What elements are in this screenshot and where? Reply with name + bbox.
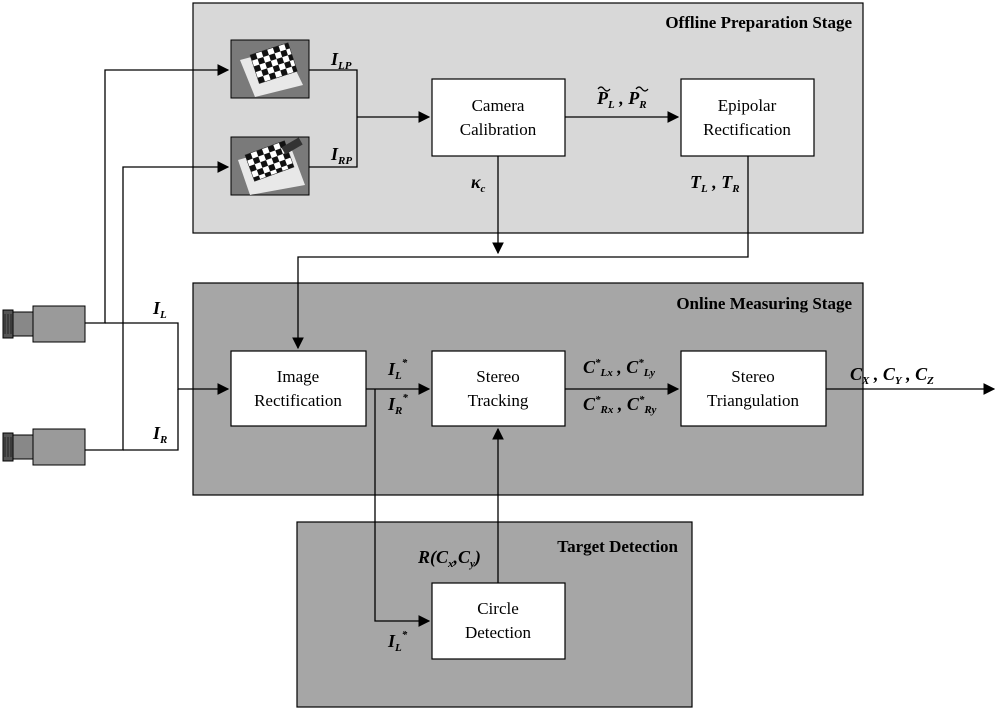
right-calibration-image bbox=[230, 136, 310, 196]
left-calibration-image bbox=[230, 39, 310, 99]
svg-text:Rectification: Rectification bbox=[703, 120, 791, 139]
edge-t-to-image-rect bbox=[292, 156, 749, 350]
svg-text:PL , PR: PL , PR bbox=[596, 88, 647, 111]
label-irp: IRP bbox=[330, 144, 352, 167]
online-stage-title: Online Measuring Stage bbox=[676, 294, 852, 313]
label-il: IL bbox=[152, 298, 167, 321]
target-detection-title: Target Detection bbox=[557, 537, 678, 556]
edge-rect-to-circle bbox=[374, 389, 431, 627]
label-c-left: C*Lx , C*Ly bbox=[583, 357, 655, 379]
edge-right-camera-to-calib bbox=[85, 161, 230, 451]
label-t: TL , TR bbox=[690, 172, 740, 195]
label-kappa: κc bbox=[471, 172, 486, 195]
label-il-star-lower: IL* bbox=[387, 629, 408, 654]
stereo-triangulation-block: Stereo Triangulation bbox=[680, 350, 827, 427]
label-ir: IR bbox=[152, 423, 167, 446]
epipolar-rectification-block: Epipolar Rectification bbox=[680, 78, 815, 157]
label-c-right: C*Rx , C*Ry bbox=[583, 394, 657, 416]
image-rectification-block: Image Rectification bbox=[230, 350, 367, 427]
svg-text:Epipolar: Epipolar bbox=[718, 96, 777, 115]
circle-detection-block: Circle Detection bbox=[431, 582, 566, 660]
svg-text:Circle: Circle bbox=[477, 599, 519, 618]
svg-text:Tracking: Tracking bbox=[468, 391, 529, 410]
svg-text:Stereo: Stereo bbox=[476, 367, 519, 386]
label-il-star: IL* bbox=[387, 357, 408, 382]
edge-left-camera-to-calib bbox=[85, 64, 230, 324]
stereo-tracking-block: Stereo Tracking bbox=[431, 350, 566, 427]
edge-left-camera-to-rect bbox=[105, 322, 230, 395]
edge-irp bbox=[309, 117, 358, 168]
svg-text:Stereo: Stereo bbox=[731, 367, 774, 386]
label-r-c: R(Cx,Cy) bbox=[417, 547, 481, 570]
camera-calibration-block: Camera Calibration bbox=[431, 78, 566, 157]
svg-text:Camera: Camera bbox=[472, 96, 525, 115]
label-ir-star: IR* bbox=[387, 392, 408, 417]
label-p-tilde: PL , PR bbox=[596, 86, 649, 111]
offline-stage-title: Offline Preparation Stage bbox=[665, 13, 852, 32]
svg-text:Detection: Detection bbox=[465, 623, 532, 642]
left-camera-icon bbox=[2, 305, 86, 343]
edge-right-camera-to-rect bbox=[123, 389, 179, 451]
edge-ilp bbox=[309, 69, 358, 117]
right-camera-icon bbox=[2, 428, 86, 466]
svg-text:Image: Image bbox=[277, 367, 319, 386]
label-c-out: CX , CY , CZ bbox=[850, 364, 934, 387]
svg-text:Rectification: Rectification bbox=[254, 391, 342, 410]
label-ilp: ILP bbox=[330, 49, 352, 72]
svg-text:Triangulation: Triangulation bbox=[707, 391, 799, 410]
connections bbox=[85, 64, 996, 627]
svg-text:Calibration: Calibration bbox=[460, 120, 537, 139]
